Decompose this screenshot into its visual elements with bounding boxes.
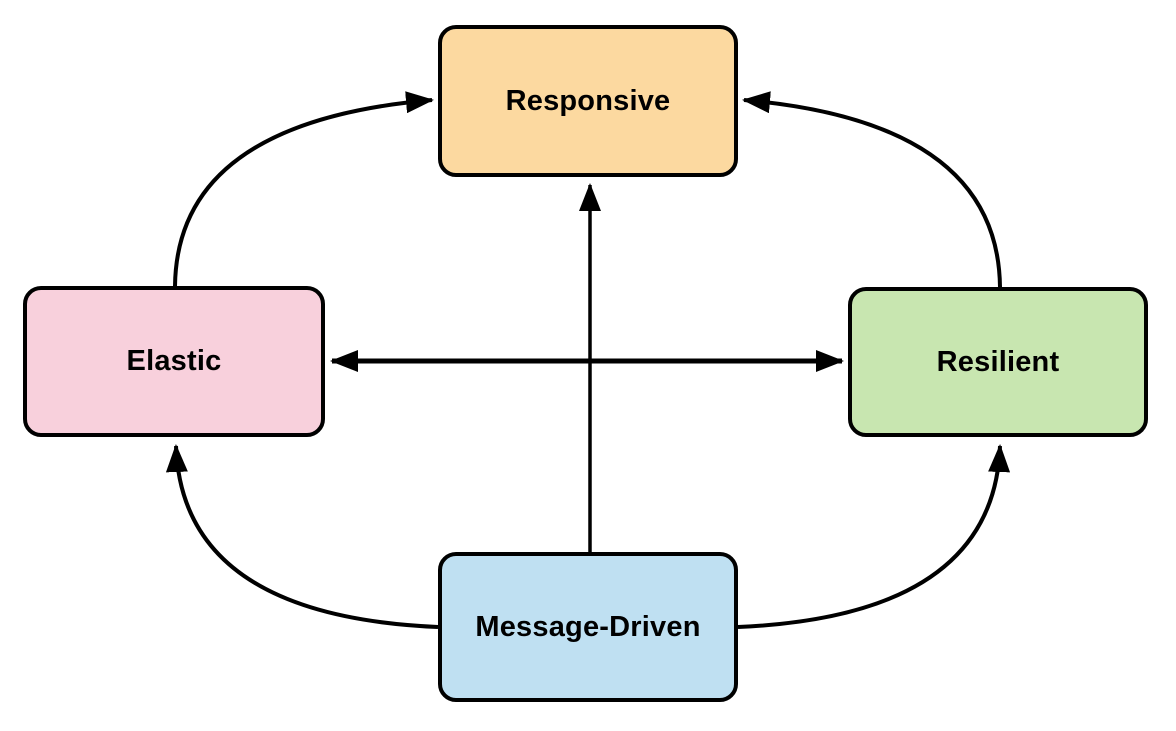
node-resilient: Resilient [848, 287, 1148, 437]
node-resilient-label: Resilient [936, 345, 1060, 378]
node-elastic-label: Elastic [126, 345, 222, 377]
edge-elastic-to-responsive [173, 91, 434, 287]
node-responsive: Responsive [438, 25, 738, 177]
node-responsive-label: Responsive [505, 84, 671, 117]
edge-message-driven-to-elastic [165, 444, 439, 629]
node-message-driven-label: Message-Driven [475, 610, 701, 643]
edge-message-driven-to-resilient [737, 444, 1011, 629]
node-elastic: Elastic [23, 286, 325, 437]
edge-resilient-to-responsive [742, 91, 1002, 288]
node-message-driven: Message-Driven [438, 552, 738, 702]
